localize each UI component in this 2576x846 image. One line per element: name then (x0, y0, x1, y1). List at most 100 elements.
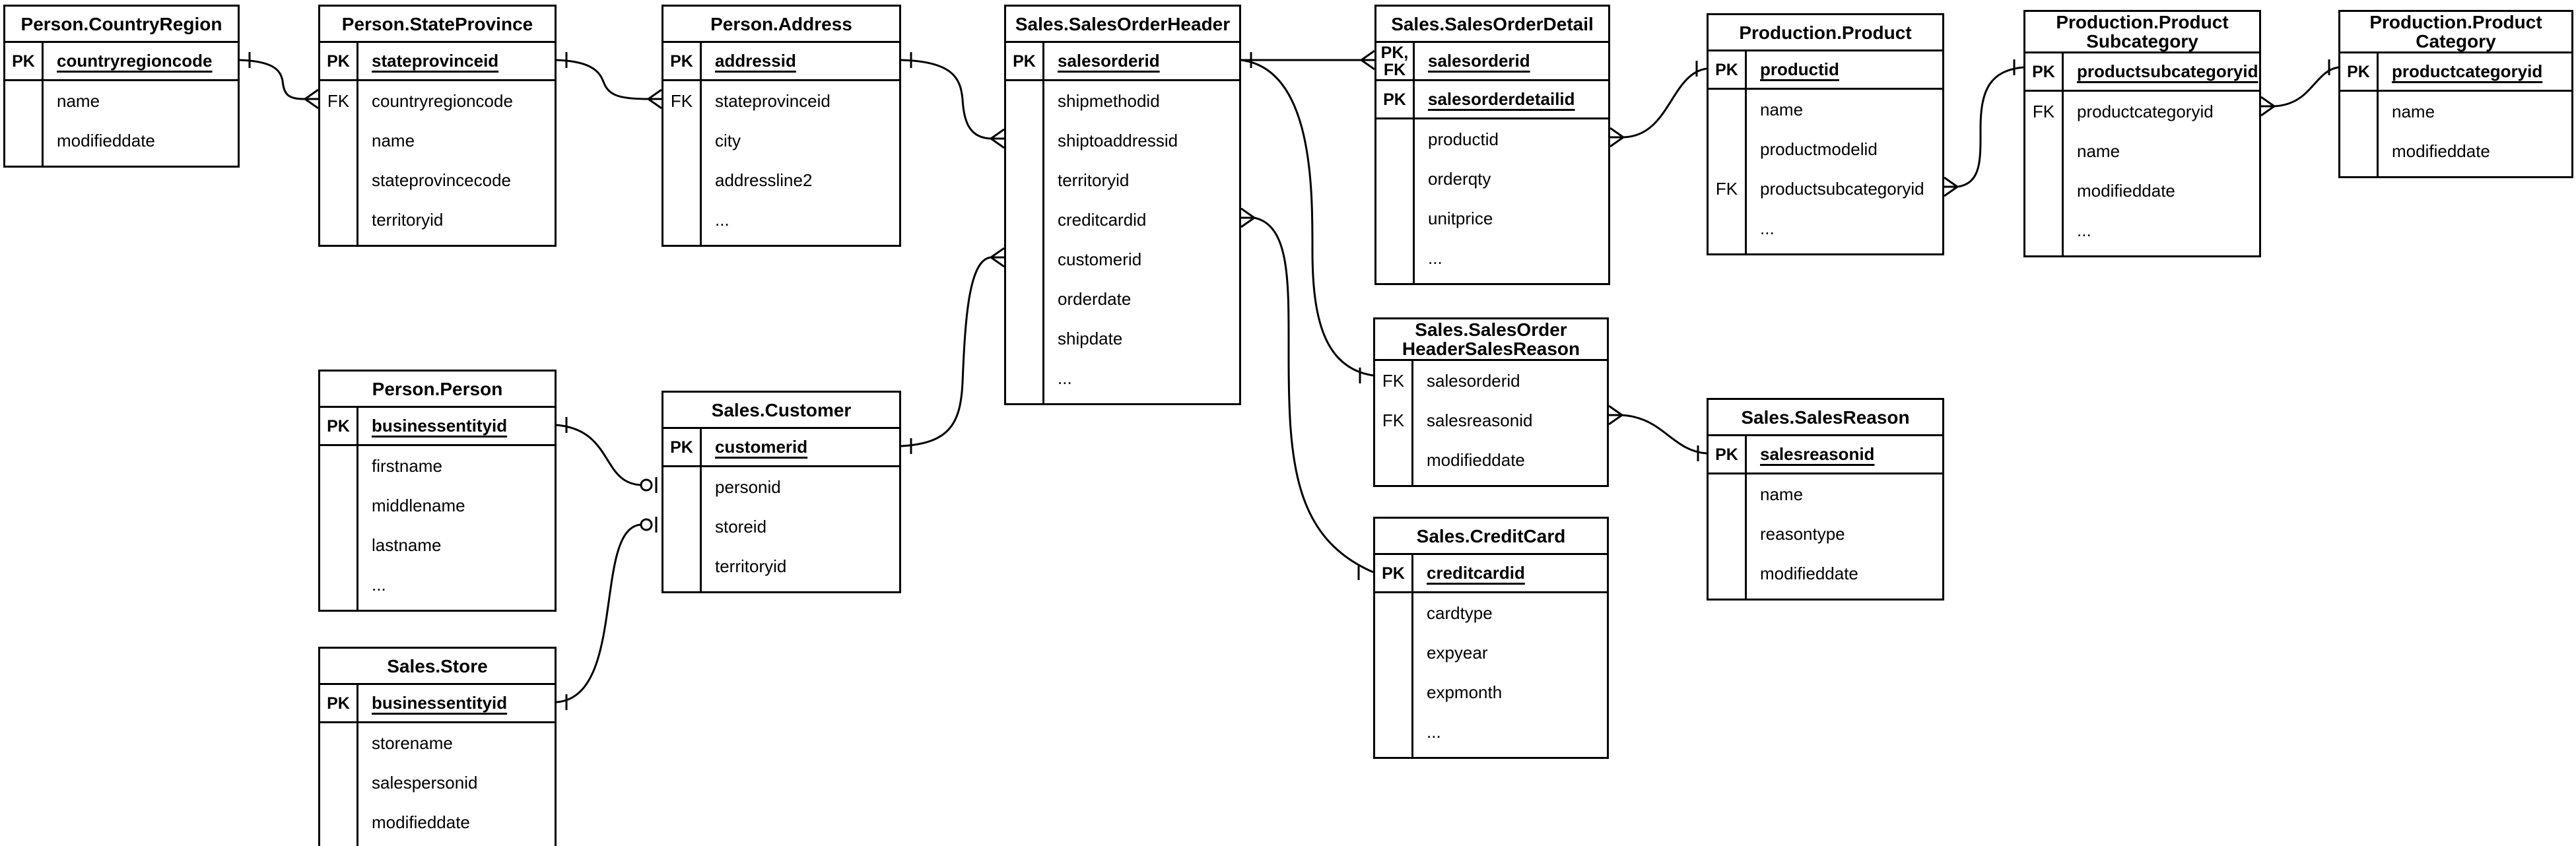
attribute-name: productmodelid (1760, 139, 1878, 159)
attribute-row: name (1709, 90, 1942, 129)
connector-productsubcategory-to-productcategory[interactable] (2260, 59, 2339, 117)
fk-label: FK (1382, 370, 1405, 391)
connector-segment (990, 247, 1005, 259)
connector-salesorderheader-to-creditcard[interactable] (1240, 207, 1374, 580)
entity-title: Sales.CreditCard (1375, 519, 1607, 555)
connector-countryregion-to-stateprovince[interactable] (239, 52, 319, 110)
key-attribute-name: salesorderid (1058, 51, 1160, 71)
connector-segment (990, 128, 1005, 140)
key-attribute-row: PK countryregioncode (5, 43, 238, 81)
connector-segment (1944, 176, 1958, 188)
attribute-row: name (2340, 92, 2571, 131)
attribute-name: ... (372, 574, 386, 595)
attribute-name: shiptoaddressid (1058, 130, 1178, 150)
attribute-row: modifieddate (2025, 171, 2259, 211)
connector-segment (1240, 59, 1374, 377)
key-label: PK (663, 43, 702, 79)
attribute-name: customerid (1058, 249, 1142, 269)
connector-segment (1361, 59, 1375, 71)
entity-title: Production.Product (1709, 15, 1942, 51)
attribute-row: name (2025, 131, 2259, 171)
attribute-row: modifieddate (5, 121, 238, 160)
key-attribute-name: salesorderid (1428, 51, 1530, 71)
attribute-row: name (5, 81, 238, 121)
attribute-row: productid (1376, 119, 1608, 159)
key-label: PK (5, 43, 44, 79)
attribute-row: unitprice (1376, 199, 1608, 238)
attribute-name: name (1760, 484, 1804, 504)
attribute-row: ... (2025, 211, 2259, 250)
key-attribute-name: productid (1760, 59, 1839, 79)
key-attribute-name: businessentityid (372, 416, 508, 436)
key-attribute-name: salesreasonid (1760, 444, 1875, 464)
connector-person-to-customer[interactable] (556, 417, 658, 493)
entity-title: Sales.Store (320, 649, 555, 685)
key-attribute-name: countryregioncode (57, 51, 213, 71)
connector-stateprovince-to-address[interactable] (556, 52, 662, 110)
zero-or-one-marker (640, 518, 653, 531)
connector-salesorderheader-to-salesorderdetail[interactable] (1241, 49, 1375, 71)
attribute-row: customerid (1006, 240, 1239, 279)
attribute-name: ... (1427, 721, 1441, 742)
attribute-row: lastname (320, 525, 555, 565)
attribute-row: ... (320, 565, 555, 604)
key-label: PK (1709, 436, 1747, 472)
attribute-row: orderdate (1006, 279, 1239, 319)
attribute-row: ... (1376, 238, 1608, 278)
connector-segment (1610, 127, 1624, 139)
connector-address-to-salesorderheader[interactable] (900, 52, 1005, 149)
attribute-name: lastname (372, 535, 442, 555)
entity-title: Sales.SalesOrderDetail (1376, 7, 1608, 43)
connector-segment (648, 88, 662, 100)
attribute-name: stateprovinceid (715, 90, 830, 111)
connector-salesorderheader-to-headersalesreason[interactable] (1240, 59, 1374, 383)
entity-title: Production.Product Category (2340, 12, 2571, 53)
attribute-name: ... (1428, 247, 1442, 268)
entity-title: Sales.Customer (663, 393, 899, 429)
connector-headersalesreason-to-salesreason[interactable] (1608, 405, 1707, 461)
connector-salesorderdetail-to-product[interactable] (1610, 61, 1707, 148)
connector-product-to-productsubcategory[interactable] (1944, 59, 2024, 197)
connector-segment (1240, 207, 1255, 219)
attribute-row: storeid (663, 507, 899, 546)
attribute-row: personid (663, 467, 899, 507)
attribute-name: modifieddate (372, 812, 470, 832)
attribute-row: middlename (320, 486, 555, 525)
connector-segment (1623, 67, 1707, 139)
connector-customer-to-salesorderheader[interactable] (900, 247, 1005, 454)
key-attribute-name: addressid (715, 51, 796, 71)
fk-label: FK (2032, 101, 2055, 121)
connector-store-to-customer[interactable] (556, 517, 658, 710)
attribute-row: ... (663, 200, 899, 240)
key-label: PK (320, 685, 358, 721)
entity-title: Sales.SalesReason (1709, 400, 1942, 436)
connector-segment (2260, 96, 2275, 108)
connector-segment (990, 137, 1005, 149)
attribute-row: ... (1709, 209, 1942, 248)
attribute-row: modifieddate (1709, 554, 1942, 593)
attribute-name: modifieddate (1760, 563, 1858, 583)
connector-segment (556, 424, 642, 486)
attribute-name: name (372, 130, 415, 150)
